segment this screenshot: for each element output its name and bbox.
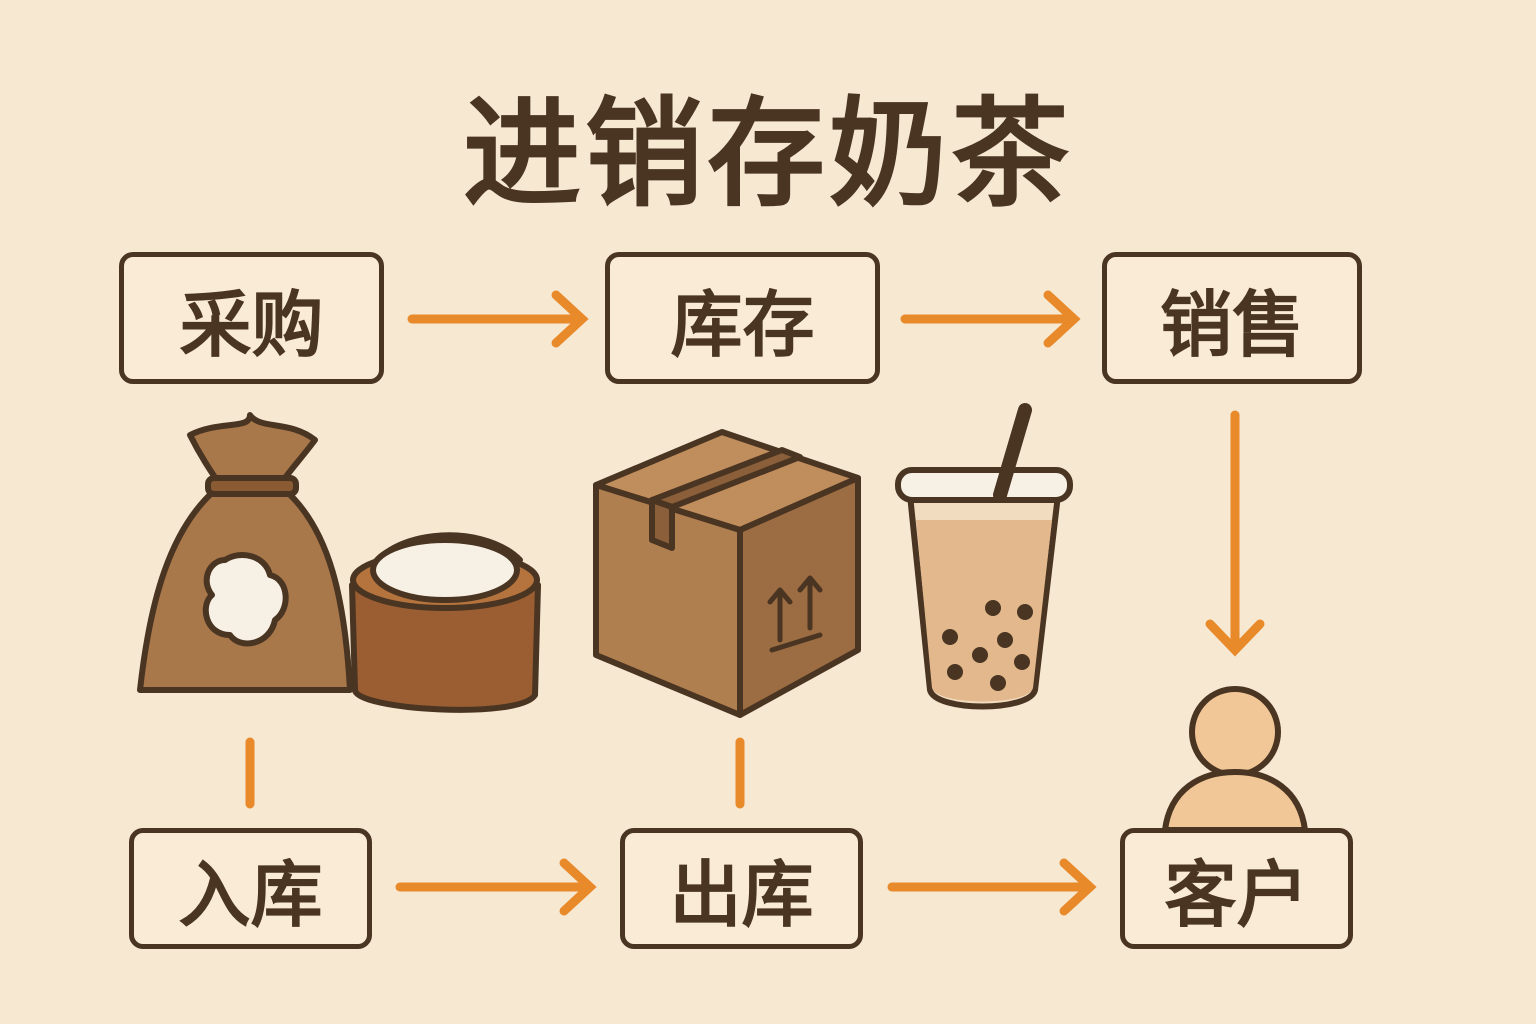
page-title: 进销存奶茶: [462, 85, 1073, 223]
powder-bowl-icon: [349, 532, 541, 713]
arrow-stockin-to-stockout: [395, 858, 597, 916]
arrow-purchase-to-inventory: [407, 290, 589, 348]
arrow-inventory-to-sales: [900, 290, 1081, 348]
node-sales: 销售: [1102, 252, 1362, 384]
arrow-stockout-to-customer: [887, 858, 1097, 916]
customer-person-icon: [1162, 686, 1308, 833]
milk-tea-cup-icon: [895, 403, 1073, 710]
node-customer: 客户: [1120, 828, 1353, 949]
arrow-sales-to-customer: [1205, 410, 1265, 657]
node-stock-in: 入库: [129, 828, 372, 949]
node-stock-out: 出库: [620, 828, 863, 949]
ingredient-sack-icon: [137, 412, 353, 693]
cardboard-box-icon: [593, 429, 861, 718]
node-purchase: 采购: [119, 252, 384, 384]
node-inventory: 库存: [605, 252, 880, 384]
